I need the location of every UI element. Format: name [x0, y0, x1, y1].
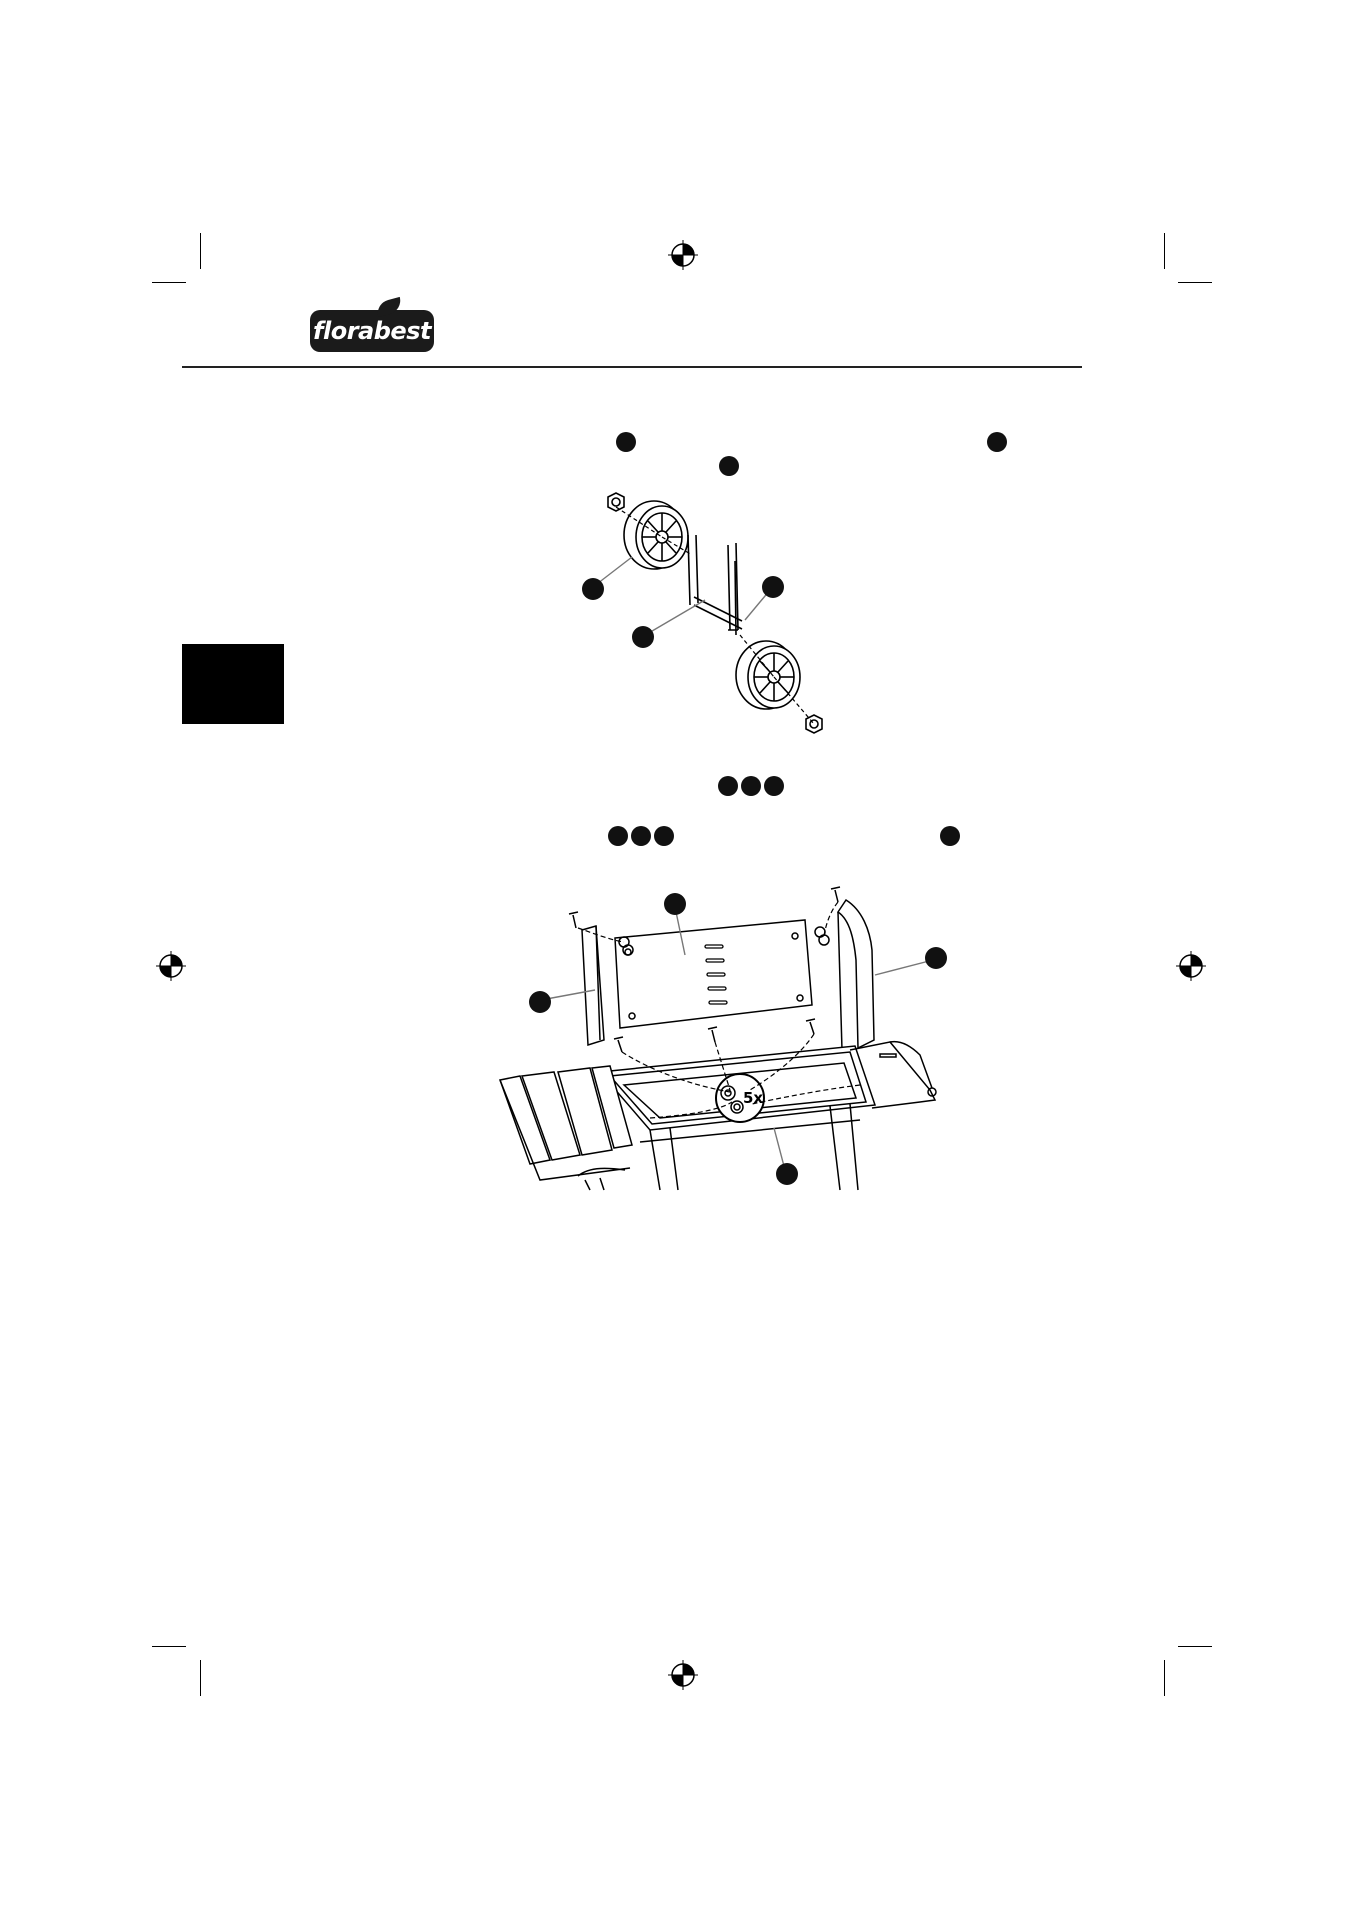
- crop-mark: [1164, 1660, 1165, 1696]
- registration-mark-icon: [668, 240, 698, 270]
- brand-logo: florabest: [310, 296, 434, 352]
- registration-mark-icon: [1176, 951, 1206, 981]
- registration-mark-icon: [156, 951, 186, 981]
- language-tab: [182, 644, 284, 724]
- quantity-label: 5x: [743, 1089, 764, 1107]
- crop-mark: [152, 282, 186, 283]
- crop-mark: [200, 233, 201, 269]
- crop-mark: [1164, 233, 1165, 269]
- reference-dot: [718, 776, 738, 796]
- header-rule: [182, 366, 1082, 368]
- crop-mark: [200, 1660, 201, 1696]
- reference-dot: [987, 432, 1007, 452]
- reference-dot: [608, 826, 628, 846]
- reference-dot: [719, 456, 739, 476]
- crop-mark: [1178, 1646, 1212, 1647]
- reference-dot: [764, 776, 784, 796]
- reference-dot: [631, 826, 651, 846]
- reference-dot: [940, 826, 960, 846]
- crop-mark: [152, 1646, 186, 1647]
- registration-mark-icon: [668, 1660, 698, 1690]
- reference-dot: [616, 432, 636, 452]
- brand-logo-text: florabest: [313, 317, 431, 345]
- leaf-icon: [374, 296, 404, 318]
- grill-body-assembly-illustration: [499, 886, 947, 1191]
- reference-dot: [654, 826, 674, 846]
- reference-dot: [741, 776, 761, 796]
- crop-mark: [1178, 282, 1212, 283]
- wheel-assembly-illustration: [582, 492, 823, 734]
